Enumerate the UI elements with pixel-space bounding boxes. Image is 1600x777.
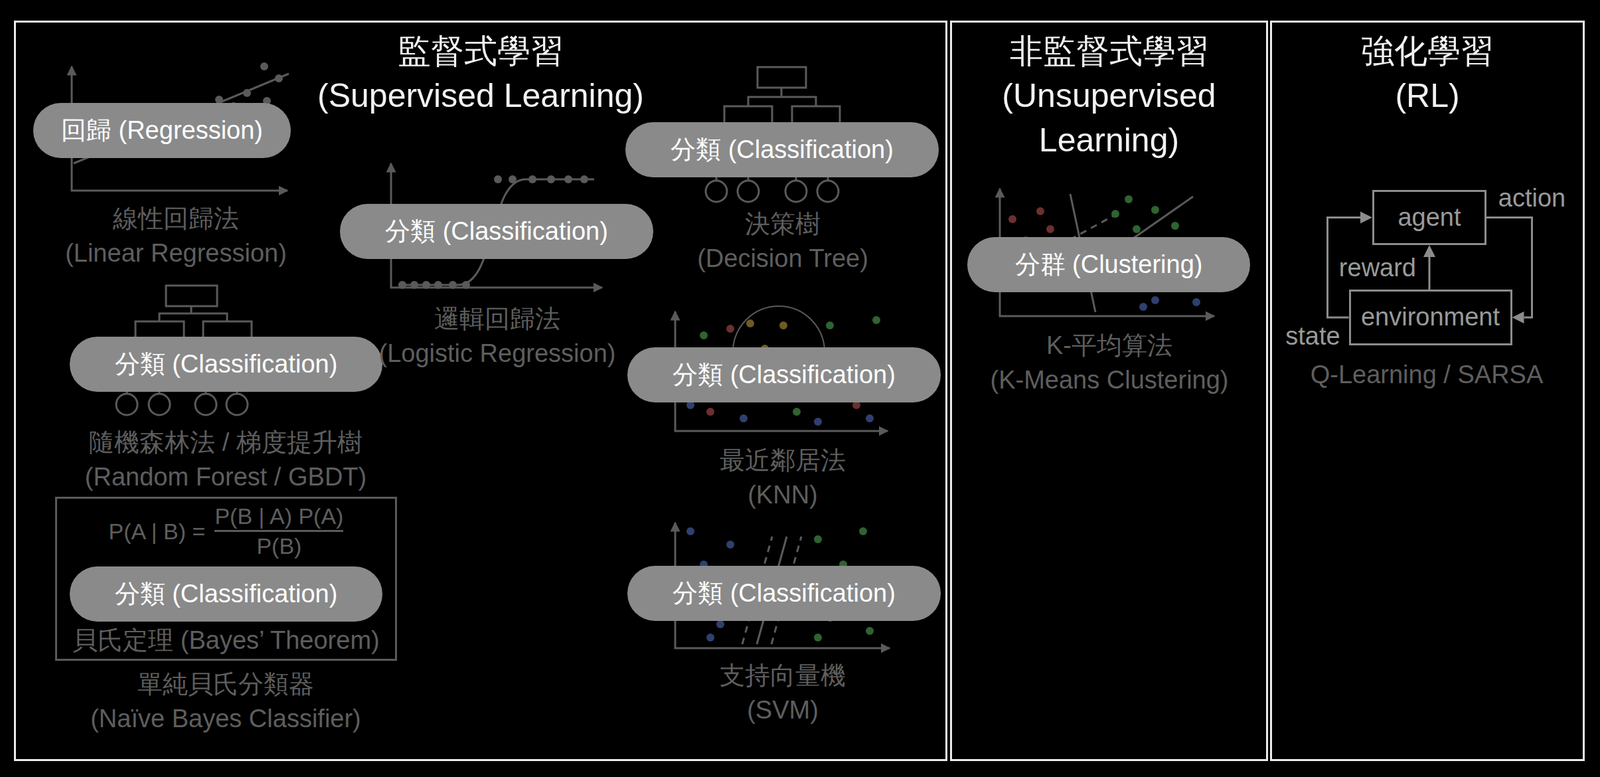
algorithm-caption: 決策樹 (Decision Tree) <box>687 206 880 276</box>
arrowhead <box>1423 244 1436 257</box>
fraction-bar <box>214 529 344 532</box>
wrap-spacer <box>55 201 100 236</box>
pill-label: 分類 (Classification) <box>114 578 338 610</box>
wrap-spacer <box>687 206 733 241</box>
formula-text: P(B) <box>256 532 302 560</box>
formula-text: P(A | B) = <box>108 517 206 545</box>
algorithm-caption: 邏輯回歸法 (Logistic Regression) <box>369 301 627 371</box>
pill-label: 分類 (Classification) <box>670 134 894 166</box>
wrap-spacer <box>573 301 627 336</box>
panel-heading: 監督式學習 (Supervised Learning) <box>307 29 654 119</box>
arrowhead <box>1512 311 1525 324</box>
formula-box: P(A | B) = P(B | A) P(A)P(B) 貝氏定理 (Bayes’ … <box>55 496 398 661</box>
category-pill: 分類 (Classification) <box>69 336 383 392</box>
algorithm-caption: 最近鄰居法 (KNN) <box>706 442 860 512</box>
algorithm-caption: 線性回歸法 (Linear Regression) <box>55 201 297 271</box>
category-pill: 分群 (Clustering) <box>967 237 1251 293</box>
formula-row: P(A | B) = P(B | A) P(A)P(B) <box>57 502 396 560</box>
wrap-spacer <box>1185 327 1239 363</box>
pill-label: 回歸 (Regression) <box>61 115 263 147</box>
wrap-spacer <box>969 29 997 74</box>
formula-fraction: P(B | A) P(A)P(B) <box>214 502 344 560</box>
wrap-spacer <box>75 424 77 460</box>
category-panel: 監督式學習 (Supervised Learning) 回歸 (Regressio… <box>13 20 948 761</box>
panel-heading: 強化學習 (RL) <box>1347 29 1508 119</box>
wrap-spacer <box>369 301 422 336</box>
category-pill: 回歸 (Regression) <box>33 102 291 159</box>
wrap-spacer <box>252 201 297 236</box>
pill-label: 分群 (Clustering) <box>1015 249 1203 281</box>
rl-box: agent <box>1372 189 1487 245</box>
algorithm-caption: 單純貝氏分類器 (Naïve Bayes Classifier) <box>80 666 372 736</box>
edge-label: action <box>1495 183 1569 213</box>
box-label: environment <box>1360 302 1500 333</box>
edge-label: reward <box>1336 252 1419 283</box>
category-pill: 分類 (Classification) <box>627 347 941 403</box>
category-pill: 分類 (Classification) <box>69 566 383 622</box>
wrap-spacer <box>576 29 654 74</box>
pill-label: 分類 (Classification) <box>114 349 338 380</box>
edge-label: state <box>1282 321 1343 351</box>
wrap-spacer <box>833 206 880 241</box>
formula-text: P(B | A) P(A) <box>214 502 344 530</box>
formula-caption: 貝氏定理 (Bayes’ Theorem) <box>57 625 396 655</box>
algorithm-caption: Q-Learning / SARSA <box>1310 357 1544 392</box>
algorithm-caption: K-平均算法 (K-Means Clustering) <box>980 327 1239 398</box>
wrap-spacer <box>307 29 385 74</box>
connector <box>1423 244 1436 290</box>
box-label: agent <box>1397 202 1461 234</box>
wrap-spacer <box>375 424 378 460</box>
pill-label: 分類 (Classification) <box>672 359 896 391</box>
panel-heading: 非監督式學習 (Unsupervised Learning) <box>969 29 1249 163</box>
arrowhead <box>1360 211 1373 224</box>
pill-label: 分類 (Classification) <box>672 578 896 609</box>
wrap-spacer <box>980 327 1034 363</box>
category-pill: 分類 (Classification) <box>339 203 654 259</box>
kmeans-plot <box>999 188 1215 317</box>
wrap-spacer <box>80 666 125 702</box>
algorithm-caption: 隨機森林法 / 梯度提升樹 (Random Forest / GBDT) <box>75 424 378 494</box>
connector-line <box>1428 256 1431 290</box>
category-pill: 分類 (Classification) <box>627 565 941 621</box>
wrap-spacer <box>327 666 372 702</box>
pill-label: 分類 (Classification) <box>385 216 609 247</box>
category-pill: 分類 (Classification) <box>625 122 939 178</box>
algorithm-caption: 支持向量機 (SVM) <box>706 657 860 727</box>
rl-box: environment <box>1349 289 1513 346</box>
category-panel: 強化學習 (RL) agent environment <box>1270 20 1585 761</box>
wrap-spacer <box>1222 29 1249 74</box>
